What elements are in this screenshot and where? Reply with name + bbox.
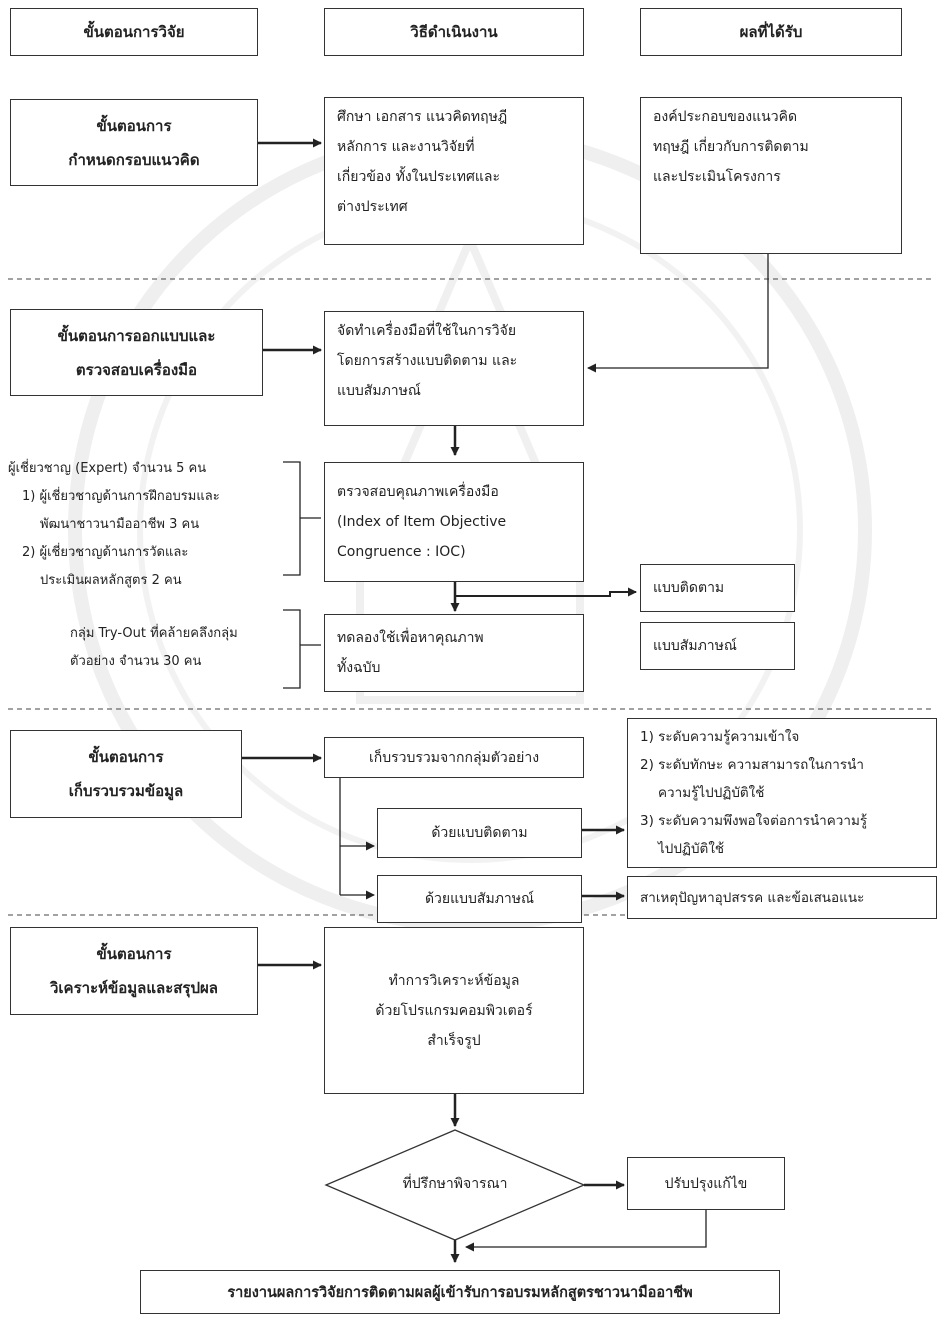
method-by-interview: ด้วยแบบสัมภาษณ์ <box>377 875 582 923</box>
result-theory-components: องค์ประกอบของแนวคิด ทฤษฎี เกี่ยวกับการติ… <box>640 97 902 254</box>
method-by-follow-up: ด้วยแบบติดตาม <box>377 808 582 858</box>
output-follow-up-form: แบบติดตาม <box>640 564 795 612</box>
header-methods: วิธีดำเนินงาน <box>324 8 584 56</box>
method-create-instruments: จัดทำเครื่องมือที่ใช้ในการวิจัย โดยการสร… <box>324 311 584 426</box>
tryout-bracket <box>283 609 301 689</box>
arrow <box>465 1210 707 1252</box>
expert-panel-note: ผู้เชี่ยวชาญ (Expert) จำนวน 5 คน 1) ผู้เ… <box>8 461 220 588</box>
action-revise: ปรับปรุงแก้ไข <box>627 1157 785 1210</box>
output-interview-form: แบบสัมภาษณ์ <box>640 622 795 670</box>
stage-framework: ขั้นตอนการ กำหนดกรอบแนวคิด <box>10 99 258 186</box>
arrow <box>455 587 637 597</box>
stage-design-instruments: ขั้นตอนการออกแบบและ ตรวจสอบเครื่องมือ <box>10 309 263 396</box>
tryout-group-note: กลุ่ม Try-Out ที่คล้ายคลึงกลุ่ม ตัวอย่าง… <box>70 626 238 669</box>
final-report: รายงานผลการวิจัยการติดตามผลผู้เข้ารับการ… <box>140 1270 780 1314</box>
result-problems-suggestions: สาเหตุปัญหาอุปสรรค และข้อเสนอแนะ <box>627 876 937 919</box>
method-check-ioc: ตรวจสอบคุณภาพเครื่องมือ (Index of Item O… <box>324 462 584 582</box>
stage-analysis-conclusion: ขั้นตอนการ วิเคราะห์ข้อมูลและสรุปผล <box>10 927 258 1015</box>
header-research-steps: ขั้นตอนการวิจัย <box>10 8 258 56</box>
result-levels: 1) ระดับความรู้ความเข้าใจ 2) ระดับทักษะ … <box>627 718 937 868</box>
method-literature-review: ศึกษา เอกสาร แนวคิดทฤษฎี หลักการ และงานว… <box>324 97 584 245</box>
decision-advisor-review: ที่ปรึกษาพิจารณา <box>402 1176 508 1192</box>
arrow <box>587 254 769 373</box>
header-results: ผลที่ได้รับ <box>640 8 902 56</box>
method-collect-sample: เก็บรวบรวมจากกลุ่มตัวอย่าง <box>324 737 584 778</box>
stage-data-collection: ขั้นตอนการ เก็บรวบรวมข้อมูล <box>10 730 242 818</box>
method-trial: ทดลองใช้เพื่อหาคุณภาพ ทั้งฉบับ <box>324 614 584 692</box>
method-data-analysis: ทำการวิเคราะห์ข้อมูล ด้วยโปรแกรมคอมพิวเต… <box>324 927 584 1094</box>
